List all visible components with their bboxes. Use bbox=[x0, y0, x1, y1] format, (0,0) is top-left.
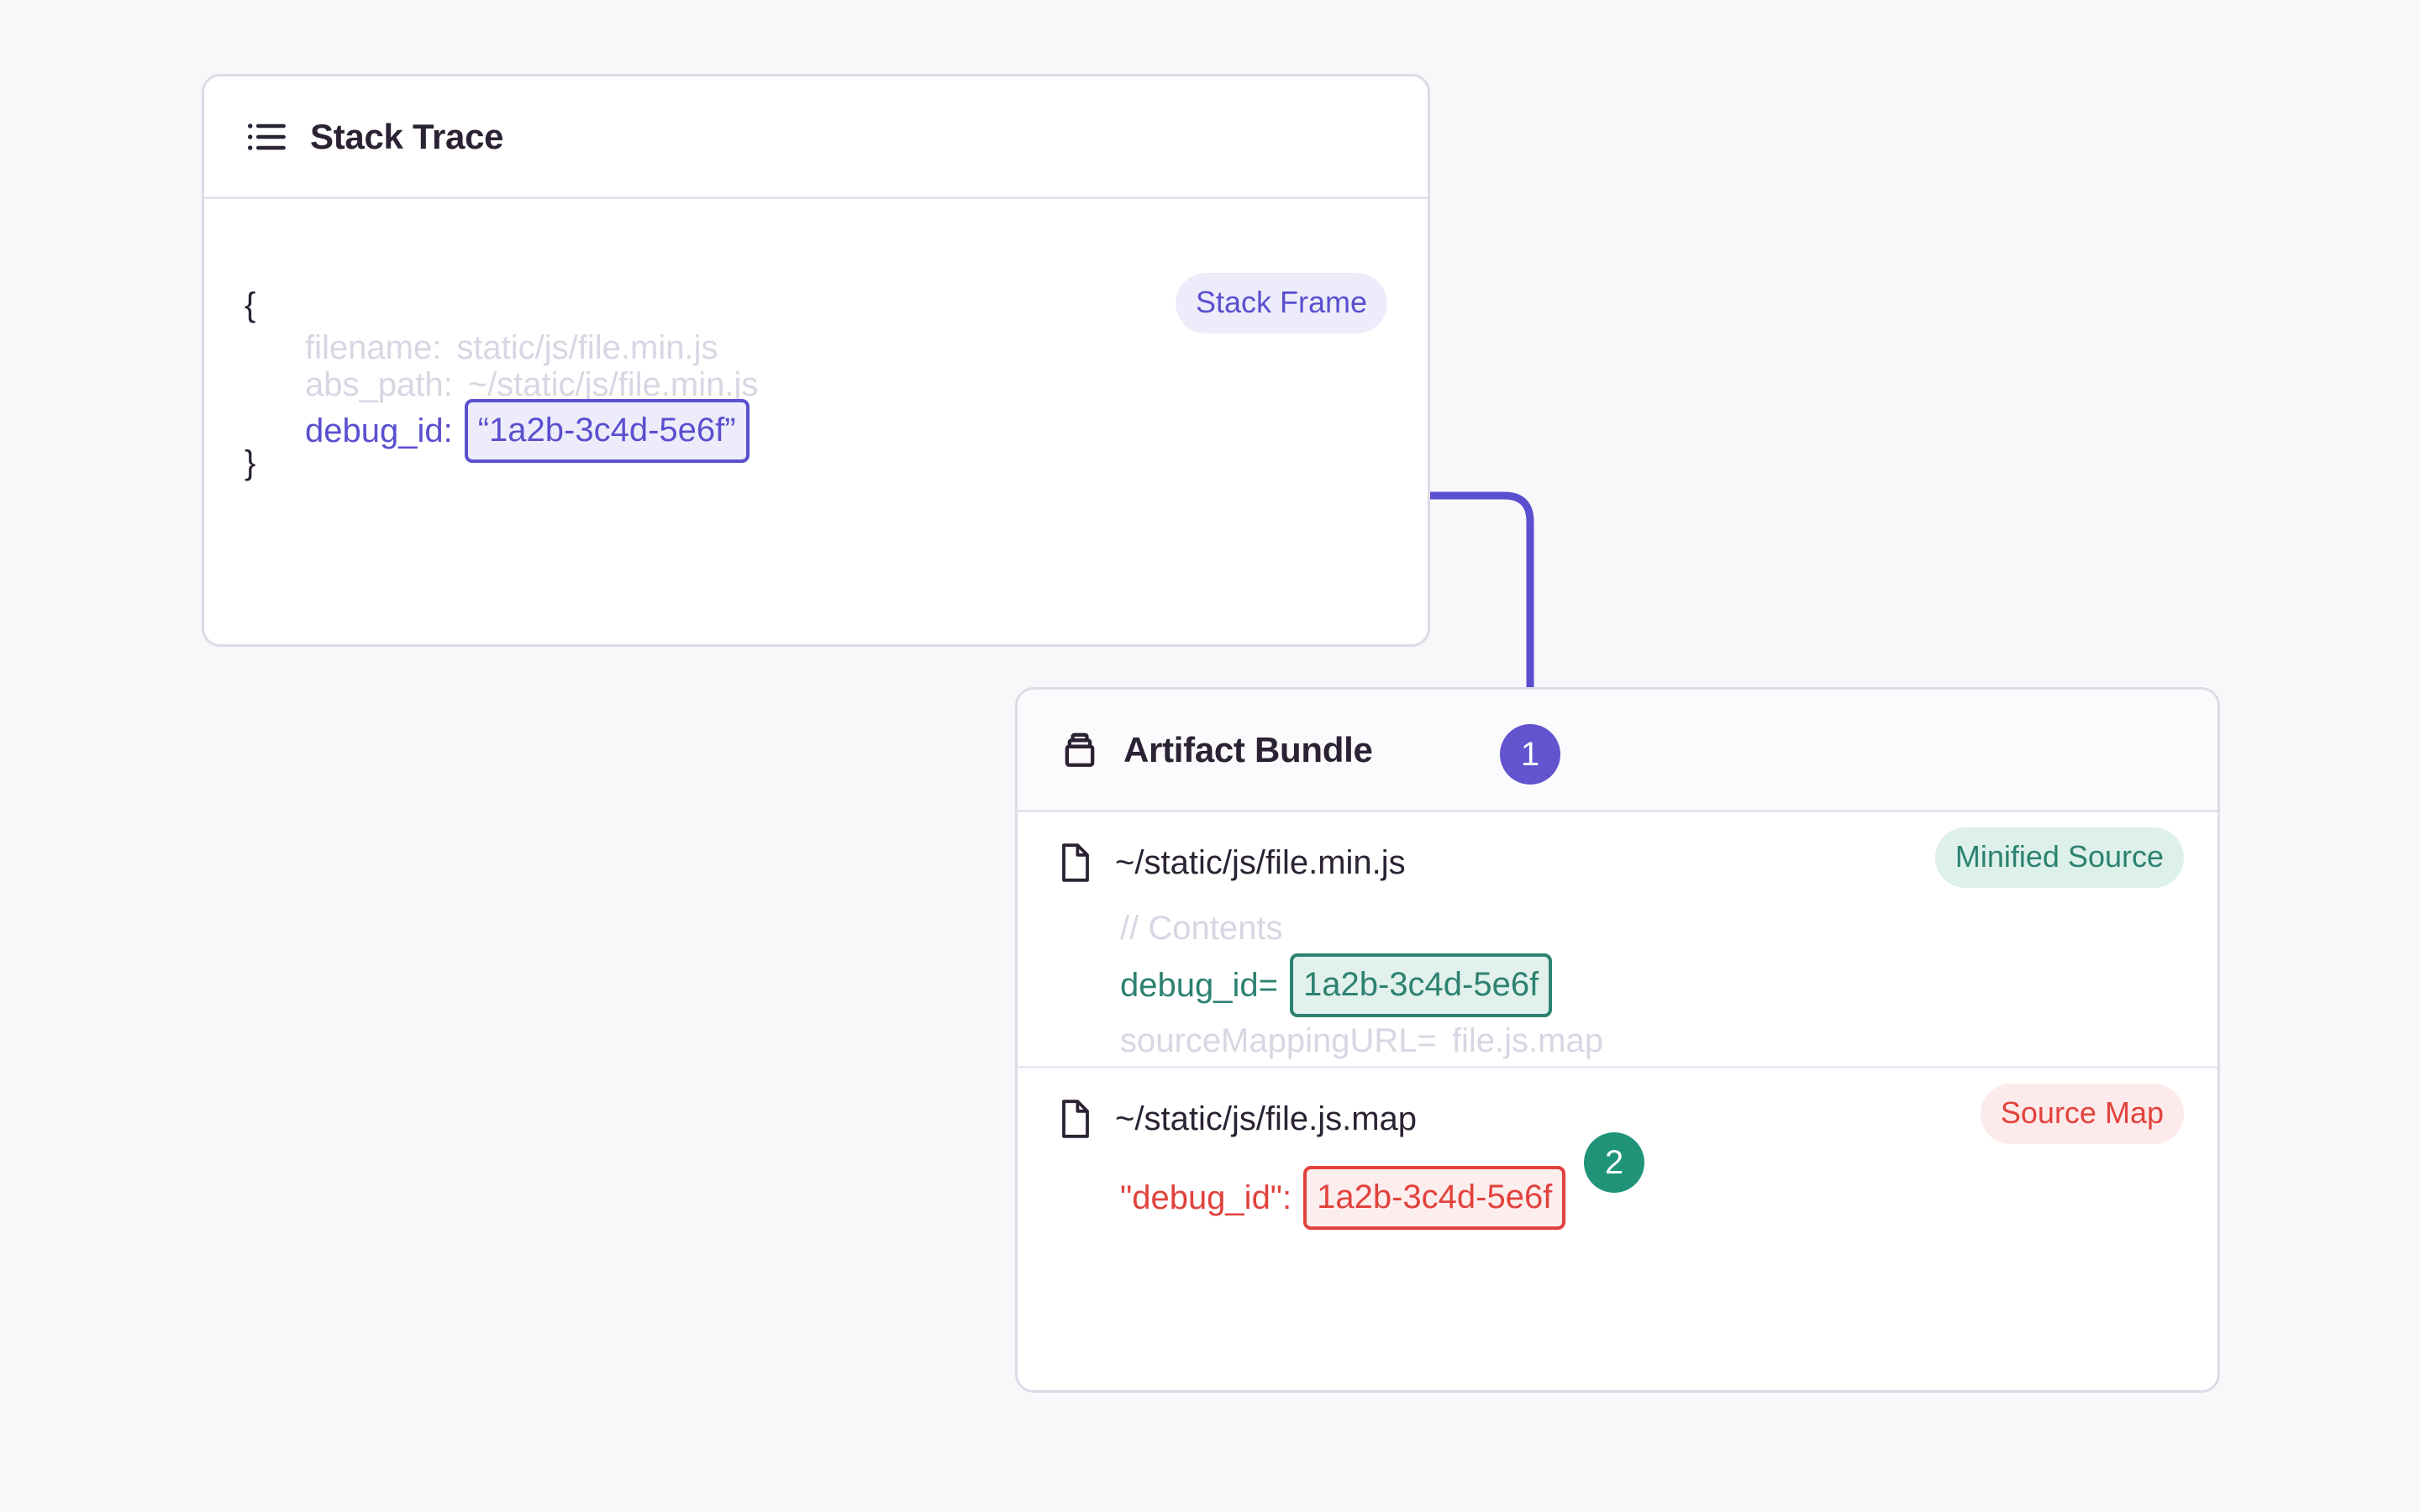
source-mapping-url-row: sourceMappingURL= file.js.map bbox=[1120, 1022, 1603, 1060]
file-icon bbox=[1062, 843, 1089, 882]
artifact-bundle-title: Artifact Bundle bbox=[1123, 729, 1373, 769]
json-brace-close: } bbox=[245, 444, 256, 481]
source-map-debug-id-key: "debug_id": bbox=[1120, 1179, 1292, 1216]
minified-debug-id-value[interactable]: 1a2b-3c4d-5e6f bbox=[1289, 953, 1553, 1017]
source-map-path: ~/static/js/file.js.map bbox=[1115, 1100, 1418, 1137]
minified-debug-id-key: debug_id= bbox=[1120, 966, 1278, 1004]
source-map-badge: Source Map bbox=[1980, 1084, 2184, 1144]
stack-frame-badge: Stack Frame bbox=[1175, 273, 1387, 333]
minified-source-path: ~/static/js/file.min.js bbox=[1115, 843, 1406, 881]
abs-path-value: ~/static/js/file.min.js bbox=[467, 366, 759, 403]
json-brace-open: { bbox=[245, 286, 256, 323]
stack-trace-header: Stack Trace bbox=[204, 76, 1428, 199]
step-badge-1: 1 bbox=[1500, 724, 1560, 785]
source-mapping-url-value: file.js.map bbox=[1451, 1022, 1603, 1059]
minified-source-badge: Minified Source bbox=[1934, 827, 2184, 888]
stack-frame-filename-row: filename: static/js/file.min.js bbox=[305, 329, 718, 367]
stack-frame-debug-id-value[interactable]: “1a2b-3c4d-5e6f” bbox=[464, 399, 750, 463]
source-map-debugid-row: "debug_id": 1a2b-3c4d-5e6f bbox=[1120, 1166, 1566, 1230]
list-icon bbox=[248, 123, 286, 150]
minified-source-file-head: ~/static/js/file.min.js bbox=[1058, 843, 2177, 883]
stack-frame-debugid-row: debug_id: “1a2b-3c4d-5e6f” bbox=[305, 399, 750, 463]
stack-trace-body: Stack Frame { filename: static/js/file.m… bbox=[204, 199, 1428, 644]
stack-frame-abspath-row: abs_path: ~/static/js/file.min.js bbox=[305, 366, 758, 404]
bundle-row: ~/static/js/file.min.js Minified Source … bbox=[1018, 812, 2217, 1066]
minified-source-comment: // Contents bbox=[1120, 910, 1282, 948]
filename-value: static/js/file.min.js bbox=[456, 329, 718, 366]
bundle-icon bbox=[1065, 732, 1095, 767]
filename-key: filename: bbox=[305, 329, 442, 366]
step-badge-2: 2 bbox=[1584, 1132, 1644, 1193]
artifact-bundle-card: Artifact Bundle ~/static/js/file.min.js … bbox=[1015, 687, 2220, 1393]
abs-path-key: abs_path: bbox=[305, 366, 453, 403]
bundle-row: ~/static/js/file.js.map Source Map "debu… bbox=[1018, 1068, 2217, 1270]
contents-comment-text: // Contents bbox=[1120, 910, 1283, 947]
stack-trace-title: Stack Trace bbox=[310, 116, 504, 156]
source-mapping-url-key: sourceMappingURL= bbox=[1120, 1022, 1437, 1059]
source-map-debug-id-value[interactable]: 1a2b-3c4d-5e6f bbox=[1303, 1166, 1566, 1230]
debug-id-key: debug_id: bbox=[305, 412, 453, 449]
minified-source-debugid-row: debug_id= 1a2b-3c4d-5e6f bbox=[1120, 953, 1553, 1017]
source-map-file-head: ~/static/js/file.js.map bbox=[1058, 1099, 2177, 1139]
artifact-bundle-header: Artifact Bundle bbox=[1018, 690, 2217, 812]
stack-trace-card: Stack Trace Stack Frame { filename: stat… bbox=[202, 74, 1430, 647]
bundle-row-divider bbox=[1018, 1066, 2217, 1068]
file-icon bbox=[1062, 1100, 1089, 1138]
